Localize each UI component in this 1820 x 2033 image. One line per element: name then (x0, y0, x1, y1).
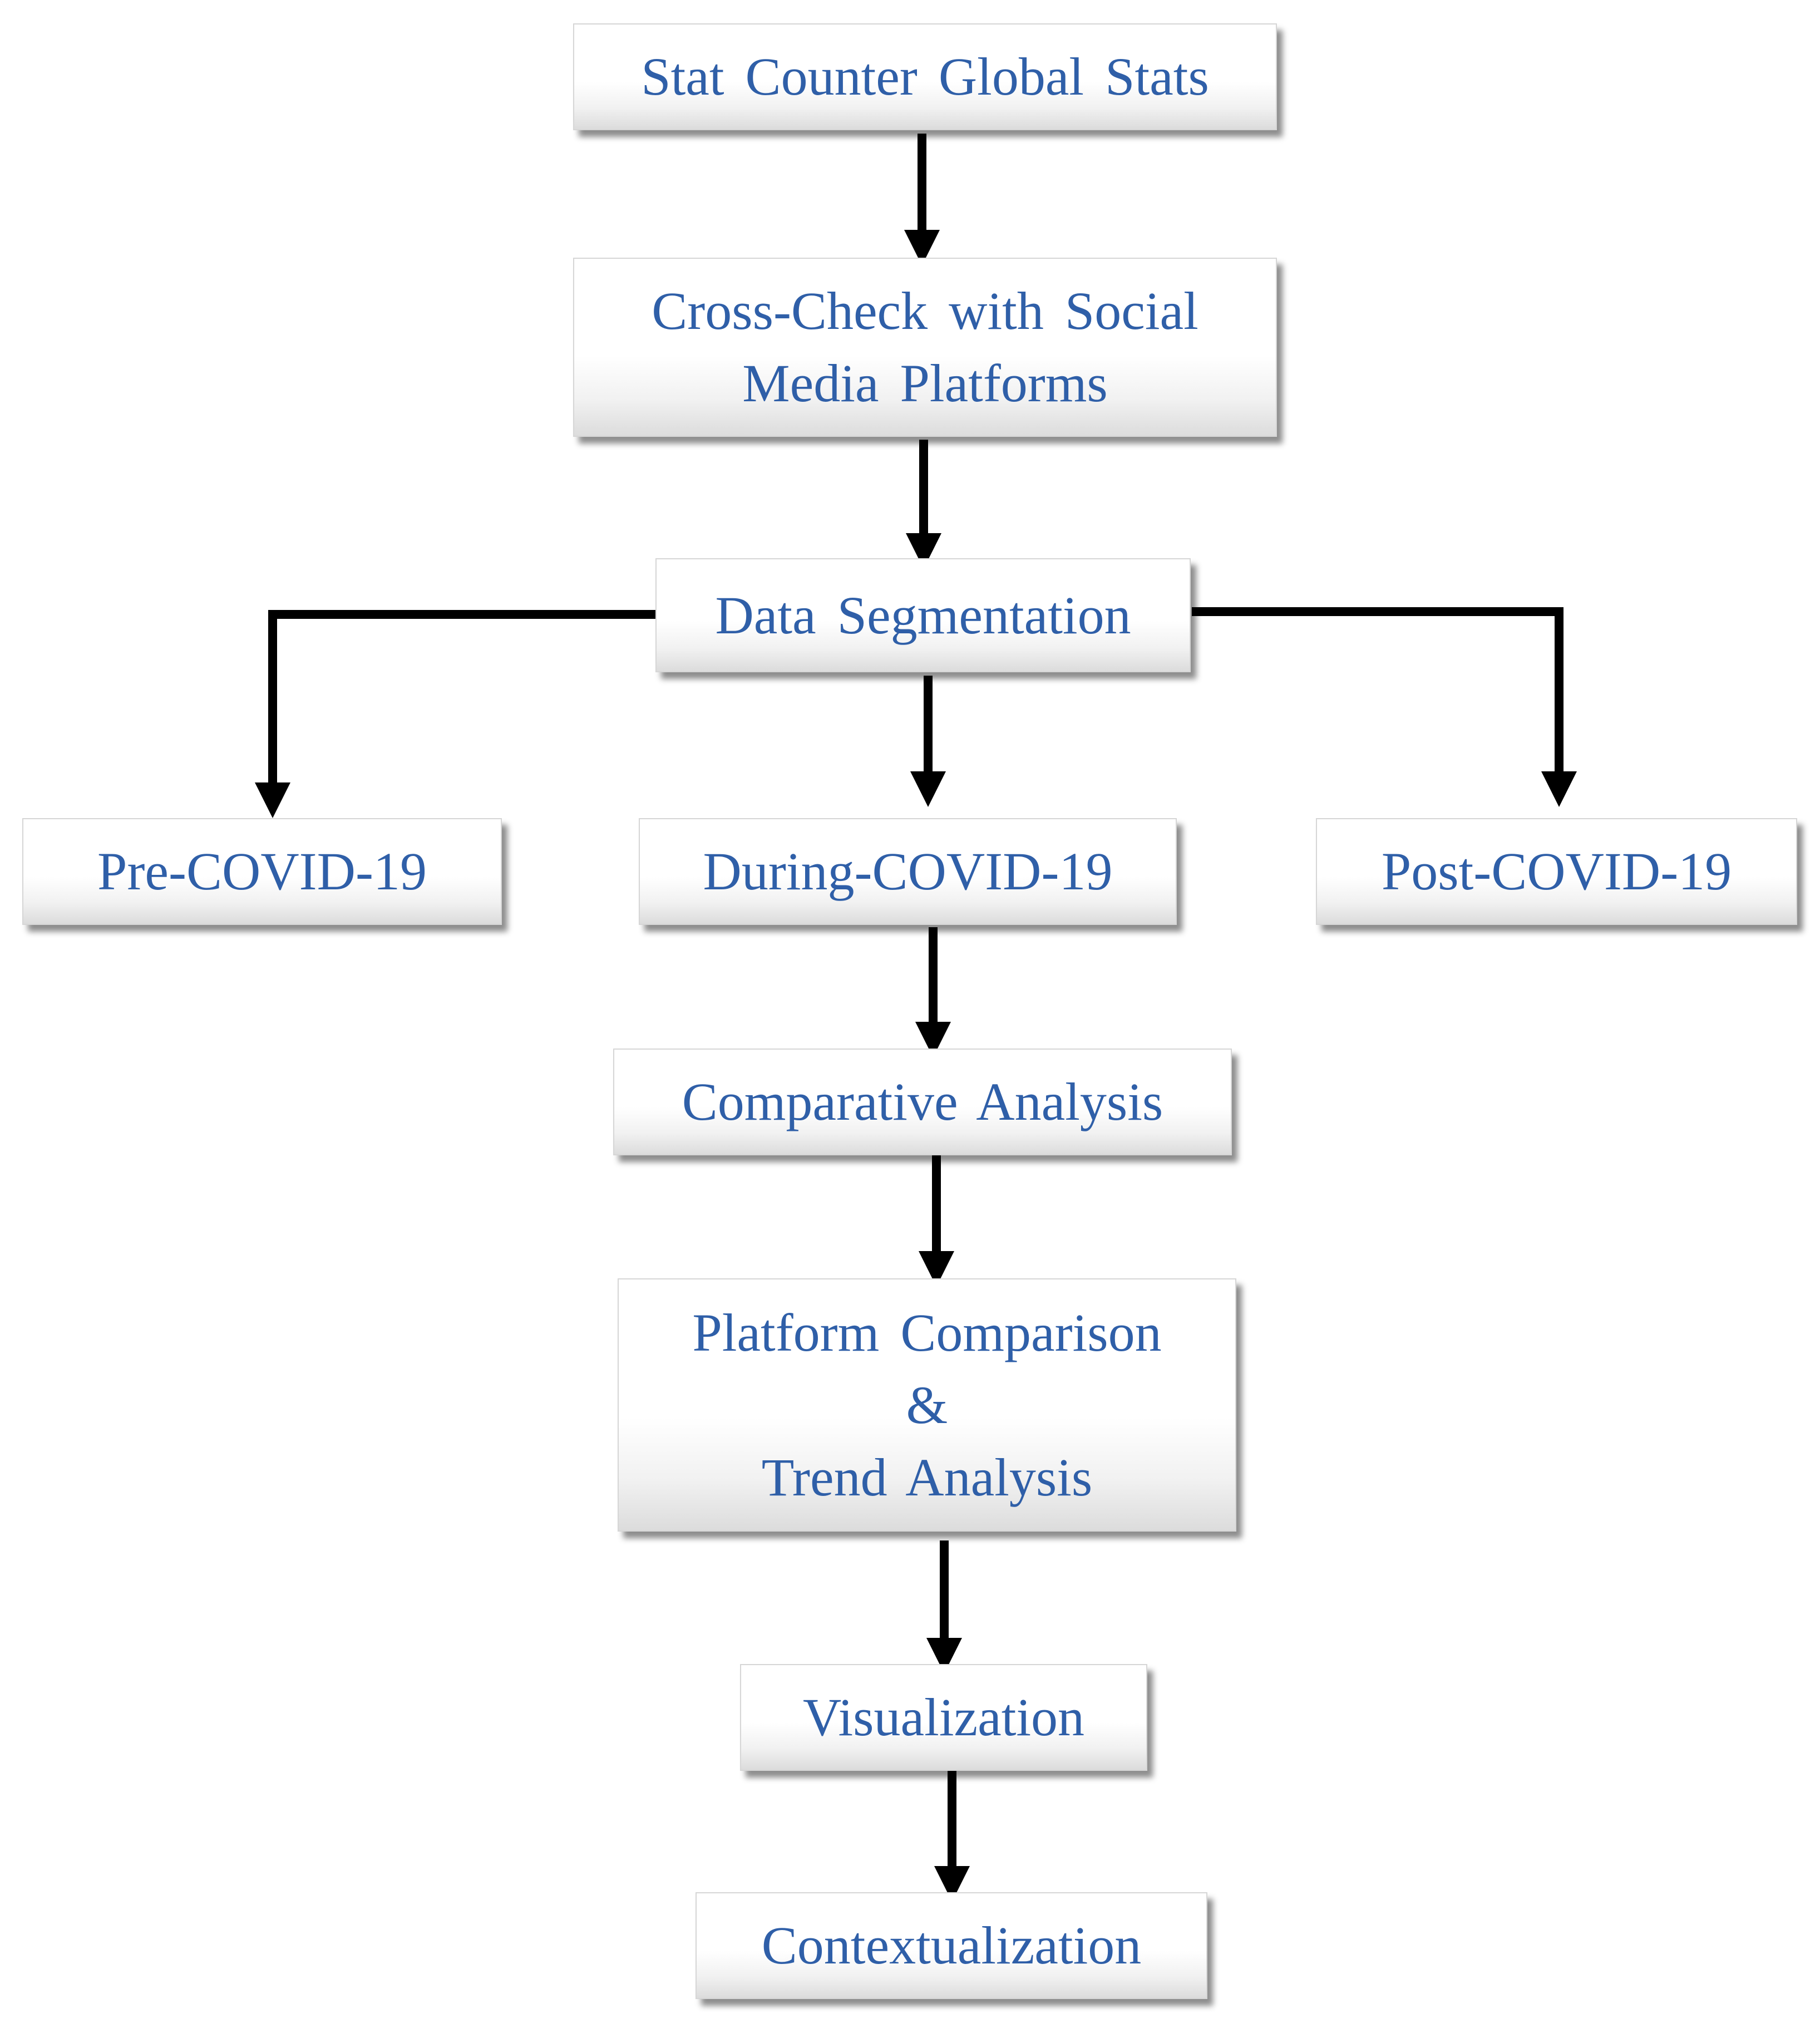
node-during-covid: During-COVID-19 (639, 818, 1177, 925)
node-comparative-analysis: Comparative Analysis (613, 1049, 1232, 1155)
node-during-covid-label: During-COVID-19 (703, 841, 1113, 901)
arrow-segmentation-to-precovid (255, 610, 657, 818)
node-visualization-label: Visualization (802, 1687, 1085, 1747)
node-platform-comparison: Platform Comparison & Trend Analysis (618, 1278, 1236, 1532)
node-post-covid: Post-COVID-19 (1316, 818, 1797, 925)
node-contextualization: Contextualization (696, 1892, 1207, 1999)
node-comparative-analysis-label: Comparative Analysis (682, 1072, 1163, 1131)
node-data-segmentation: Data Segmentation (655, 558, 1191, 672)
node-contextualization-label: Contextualization (761, 1916, 1142, 1975)
node-stat-counter-global-stats: Stat Counter Global Stats (573, 23, 1277, 130)
node-pre-covid: Pre-COVID-19 (22, 818, 502, 925)
node-stat-counter-label: Stat Counter Global Stats (641, 47, 1209, 106)
node-post-covid-label: Post-COVID-19 (1381, 841, 1732, 901)
node-cross-check: Cross-Check with Social Media Platforms (573, 258, 1277, 437)
arrow-segmentation-to-postcovid (1192, 607, 1577, 807)
node-cross-check-label: Cross-Check with Social Media Platforms (652, 281, 1198, 413)
node-visualization: Visualization (740, 1664, 1147, 1771)
node-platform-comparison-label: Platform Comparison & Trend Analysis (692, 1302, 1162, 1507)
node-data-segmentation-label: Data Segmentation (715, 585, 1131, 645)
node-pre-covid-label: Pre-COVID-19 (97, 841, 427, 901)
